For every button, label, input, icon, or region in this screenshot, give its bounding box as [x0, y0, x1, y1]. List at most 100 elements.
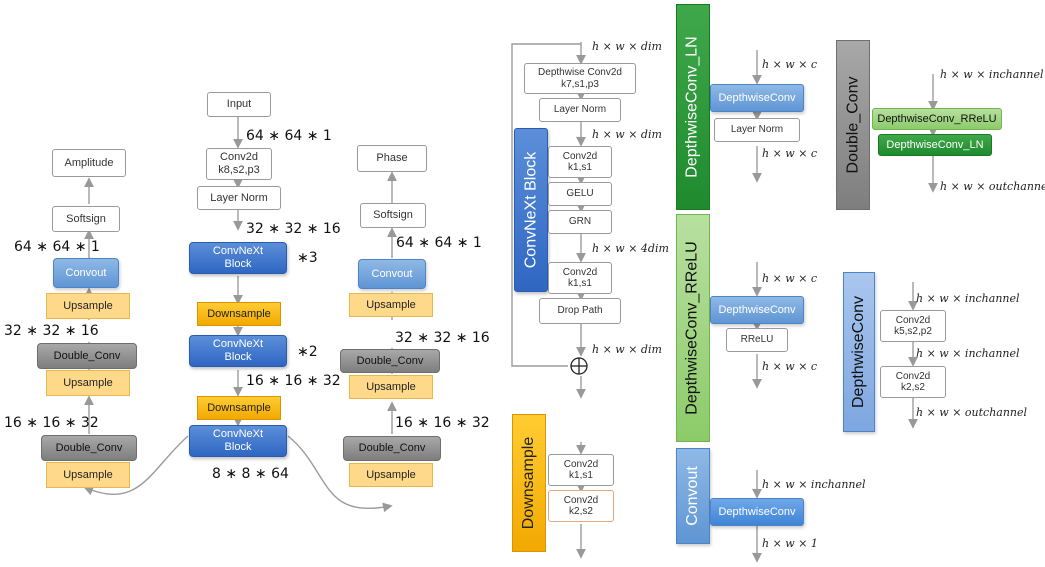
encoder-downsample-box-2: Downsample: [197, 396, 281, 420]
encoder-conv2d-params: k8,s2,p3: [218, 164, 260, 176]
amplitude-dim-mid: 32 ∗ 32 ∗ 16: [4, 323, 99, 339]
convout-title: Convout: [684, 466, 701, 526]
convnext-block-title-bar: ConvNeXt Block: [514, 128, 548, 292]
dwconv-rrelu-dwconv-box: DepthwiseConv: [710, 296, 804, 324]
phase-dim-top: 64 ∗ 64 ∗ 1: [396, 235, 482, 251]
downsample-conv2d-a-label: Conv2d: [563, 458, 599, 470]
dwconv-rrelu-title: DepthwiseConv_RReLU: [684, 241, 702, 415]
amplitude-convout-box: Convout: [53, 258, 119, 288]
amplitude-double-conv-box-1: Double_Conv: [37, 343, 137, 369]
convout-dwconv-box: DepthwiseConv: [710, 498, 804, 526]
convout-dim-in: h × w × inchannel: [762, 478, 866, 491]
phase-double-conv-box-2: Double_Conv: [343, 436, 441, 461]
amplitude-dim-top: 64 ∗ 64 ∗ 1: [14, 239, 100, 255]
dwconv-rrelu-dim-out: h × w × c: [762, 360, 818, 373]
convnext-grn-box: GRN: [548, 210, 612, 234]
encoder-repeat-3: ∗3: [297, 250, 318, 266]
depthwiseconv-conv2d-a-box: Conv2d k5,s2,p2: [880, 310, 946, 342]
encoder-dim-after-norm: 32 ∗ 32 ∗ 16: [246, 221, 341, 237]
encoder-layer-norm-box: Layer Norm: [197, 186, 281, 210]
encoder-downsample-box-1: Downsample: [197, 302, 281, 326]
encoder-convnext-block-2: ConvNeXt Block: [189, 335, 287, 367]
encoder-dim-bottom: 8 ∗ 8 ∗ 64: [212, 466, 289, 482]
amplitude-output-box: Amplitude: [52, 149, 126, 177]
depthwiseconv-dim-out: h × w × outchannel: [916, 406, 1028, 419]
convnext-conv2d-b-label: Conv2d: [562, 266, 598, 278]
convnext-dim-in: h × w × dim: [592, 40, 662, 53]
double-conv-dim-out: h × w × outchannel: [940, 180, 1045, 193]
convnext-conv2d-b-params: k1,s1: [568, 278, 592, 289]
convnext-dwconv-params: k7,s1,p3: [561, 78, 599, 90]
depthwiseconv-conv2d-b-params: k2,s2: [901, 382, 925, 393]
downsample-conv2d-a-box: Conv2d k1,s1: [548, 454, 614, 486]
convnext-block-2-label-b: Block: [224, 351, 252, 363]
depthwiseconv-conv2d-a-label: Conv2d: [895, 314, 931, 326]
amplitude-double-conv-box-2: Double_Conv: [41, 435, 137, 461]
convnext-dwconv-label: Depthwise Conv2d: [538, 67, 622, 78]
convnext-block-2-label-a: ConvNeXt: [212, 338, 264, 351]
downsample-title: Downsample: [520, 436, 538, 530]
convnext-block-1-label-a: ConvNeXt: [212, 245, 264, 258]
depthwiseconv-conv2d-b-box: Conv2d k2,s2: [880, 366, 946, 398]
downsample-title-bar: Downsample: [512, 414, 546, 552]
convnext-layer-norm-box: Layer Norm: [539, 98, 621, 122]
dwconv-ln-dim-in: h × w × c: [762, 58, 818, 71]
downsample-conv2d-b-label: Conv2d: [563, 494, 599, 506]
downsample-conv2d-b-params: k2,s2: [569, 506, 593, 517]
dwconv-rrelu-rrelu-box: RReLU: [726, 328, 788, 352]
convnext-block-1-label-b: Block: [224, 258, 252, 270]
dwconv-rrelu-dim-in: h × w × c: [762, 272, 818, 285]
amplitude-upsample-box-2: Upsample: [46, 370, 130, 396]
encoder-dim-mid: 16 ∗ 16 ∗ 32: [246, 373, 341, 389]
phase-upsample-box-2: Upsample: [349, 375, 433, 399]
encoder-convnext-block-3: ConvNeXt Block: [189, 425, 287, 457]
depthwiseconv-title-bar: DepthwiseConv: [843, 272, 875, 432]
downsample-conv2d-b-box: Conv2d k2,s2: [548, 490, 614, 522]
encoder-repeat-2: ∗2: [297, 344, 318, 360]
double-conv-dim-in: h × w × inchannel: [940, 68, 1044, 81]
add-symbol-icon: [570, 357, 588, 375]
dwconv-rrelu-title-bar: DepthwiseConv_RReLU: [676, 214, 710, 442]
dwconv-ln-dwconv-box: DepthwiseConv: [710, 84, 804, 112]
phase-dim-low: 16 ∗ 16 ∗ 32: [395, 415, 490, 431]
dwconv-ln-title: DepthwiseConv_LN: [684, 36, 701, 178]
amplitude-upsample-box-3: Upsample: [46, 462, 130, 488]
double-conv-ln-block: DepthwiseConv_LN: [878, 134, 992, 156]
amplitude-dim-low: 16 ∗ 16 ∗ 32: [4, 415, 99, 431]
encoder-conv2d-label: Conv2d: [220, 151, 258, 164]
dwconv-ln-title-bar: DepthwiseConv_LN: [676, 4, 710, 210]
downsample-conv2d-a-params: k1,s1: [569, 470, 593, 481]
convnext-dim-4dim: h × w × 4dim: [592, 242, 669, 255]
phase-double-conv-box-1: Double_Conv: [340, 349, 440, 373]
encoder-convnext-block-1: ConvNeXt Block: [189, 242, 287, 274]
encoder-dim-input: 64 ∗ 64 ∗ 1: [246, 128, 332, 144]
convnext-gelu-box: GELU: [548, 182, 612, 206]
amplitude-softsign-box: Softsign: [52, 206, 120, 232]
convnext-block-3-label-b: Block: [224, 441, 252, 453]
depthwiseconv-conv2d-b-label: Conv2d: [895, 370, 931, 382]
encoder-conv2d-box: Conv2d k8,s2,p3: [206, 148, 272, 180]
depthwiseconv-title: DepthwiseConv: [850, 295, 867, 409]
convout-title-bar: Convout: [676, 448, 710, 544]
input-box: Input: [207, 92, 271, 117]
convnext-drop-path-box: Drop Path: [539, 298, 621, 324]
convnext-conv2d-b-box: Conv2d k1,s1: [548, 262, 612, 294]
amplitude-upsample-box-1: Upsample: [46, 293, 130, 319]
convnext-conv2d-a-box: Conv2d k1,s1: [548, 146, 612, 178]
convnext-dim-after-norm: h × w × dim: [592, 128, 662, 141]
convnext-dwconv-box: Depthwise Conv2d k7,s1,p3: [524, 63, 636, 94]
phase-softsign-box: Softsign: [360, 203, 426, 228]
dwconv-ln-layer-norm-box: Layer Norm: [714, 118, 800, 142]
phase-convout-box: Convout: [358, 259, 426, 289]
convout-dim-out: h × w × 1: [762, 537, 818, 550]
phase-dim-mid: 32 ∗ 32 ∗ 16: [395, 330, 490, 346]
dwconv-ln-dim-out: h × w × c: [762, 147, 818, 160]
depthwiseconv-dim-mid: h × w × inchannel: [916, 347, 1020, 360]
convnext-dim-out: h × w × dim: [592, 343, 662, 356]
convnext-conv2d-a-params: k1,s1: [568, 162, 592, 173]
double-conv-rrelu-block: DepthwiseConv_RReLU: [872, 108, 1002, 130]
double-conv-title: Double_Conv: [844, 76, 862, 174]
convnext-conv2d-a-label: Conv2d: [562, 150, 598, 162]
